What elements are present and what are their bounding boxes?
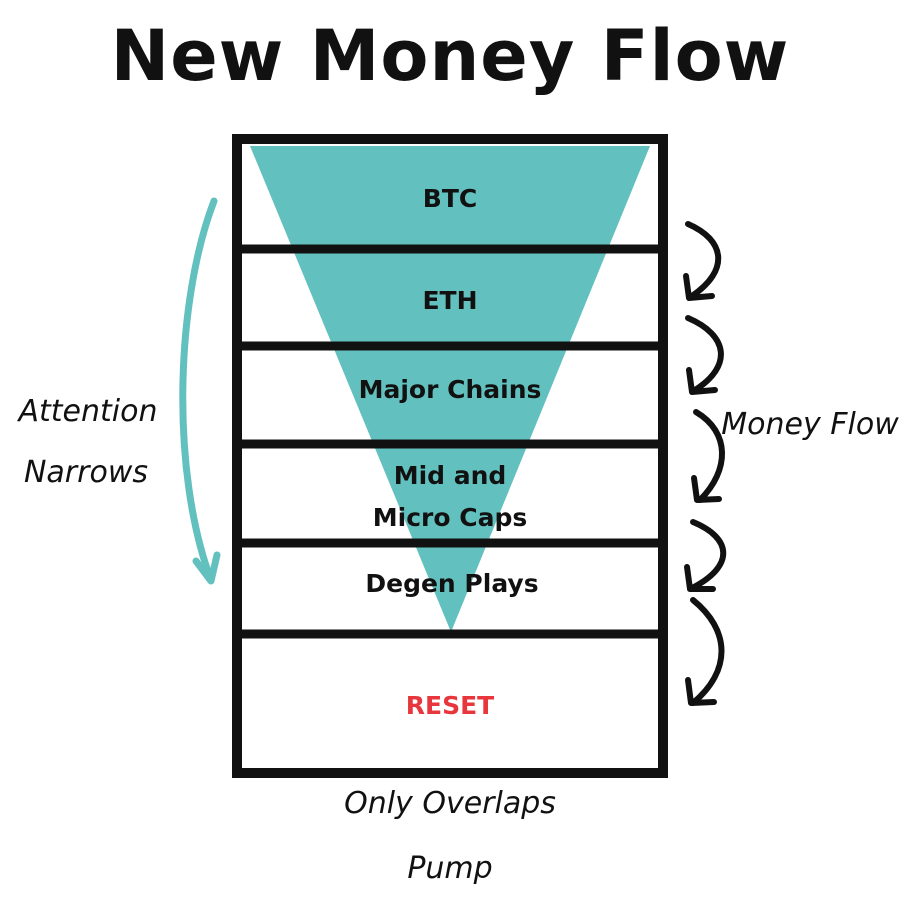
level-label-mid-line2: Micro Caps — [373, 503, 527, 532]
bottom-annotation-line2: Pump — [407, 851, 492, 886]
level-label-btc: BTC — [423, 184, 477, 213]
money-flow-arrow-2 — [685, 315, 724, 395]
bottom-annotation-line1: Only Overlaps — [344, 786, 556, 821]
level-label-mid-line1: Mid and — [394, 461, 507, 490]
level-label-reset: RESET — [406, 691, 494, 720]
level-label-degen-plays: Degen Plays — [365, 569, 538, 598]
money-flow-arrows — [683, 221, 727, 706]
money-flow-arrow-1 — [683, 221, 722, 301]
attention-arrow — [179, 197, 221, 585]
left-annotation-line1: Attention — [17, 394, 158, 429]
levels-frame — [232, 134, 668, 778]
attention-arrow-head — [192, 551, 221, 585]
level-dividers — [237, 244, 663, 639]
level-label-major-chains: Major Chains — [359, 375, 542, 404]
money-flow-arrow-3 — [691, 409, 725, 503]
attention-arrow-shaft — [179, 197, 218, 584]
level-label-eth: ETH — [422, 286, 477, 315]
left-annotation-line2: Narrows — [24, 455, 148, 490]
money-flow-arrow-4 — [684, 519, 727, 592]
attention-funnel — [250, 146, 650, 632]
money-flow-arrow-5 — [685, 597, 725, 706]
right-annotation: Money Flow — [721, 407, 899, 442]
diagram-title: New Money Flow — [110, 15, 790, 97]
